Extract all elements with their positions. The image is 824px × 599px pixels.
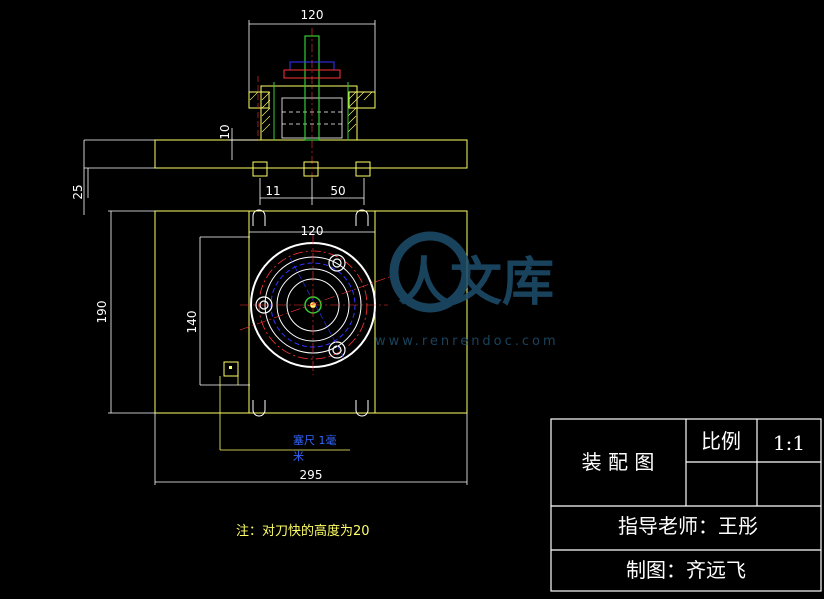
base-plate [154, 139, 468, 169]
fixture-body [260, 85, 358, 141]
feeler-leader [219, 376, 350, 451]
plan-view: 120 190 140 295 塞尺 1毫 米 [95, 209, 468, 485]
drawing-note: 注：对刀快的高度为20 [236, 523, 370, 539]
slot-bottom-right [355, 400, 369, 417]
slot-group [252, 209, 369, 417]
bolt-middle [303, 161, 319, 177]
title-block [550, 418, 822, 592]
watermark-main: 人文库 [398, 253, 554, 313]
bolt-right [355, 161, 371, 177]
watermark-url: www.renrendoc.com [375, 334, 559, 349]
front-dimensions [87, 20, 376, 205]
title-scale-label: 比例 [701, 429, 741, 453]
slot-bottom-left [252, 400, 266, 417]
dim-plan-height-inner: 140 [185, 311, 199, 334]
slot-top-left [252, 209, 266, 226]
title-drawing-name: 装 配 图 [582, 450, 655, 474]
bolt-group [252, 161, 371, 177]
title-instructor: 指导老师：王彤 [618, 514, 758, 538]
dim-overall-width: 295 [300, 468, 323, 482]
dim-base-height: 25 [71, 184, 85, 199]
dim-bolt-spacing: 50 [330, 184, 345, 198]
dim-flange-offset: 10 [218, 124, 232, 139]
dim-plan-height-outer: 190 [95, 301, 109, 324]
plan-center-d1 [239, 275, 393, 331]
watermark: 人文库 www.renrendoc.com [375, 231, 559, 349]
section-hatching [249, 91, 373, 133]
slot-top-right [355, 209, 369, 226]
title-scale-value: 1:1 [773, 431, 805, 455]
title-drafter: 制图：齐远飞 [626, 558, 746, 582]
feeler-dot [229, 366, 232, 369]
dim-top-width: 120 [301, 8, 324, 22]
feeler-note-line2: 米 [293, 450, 304, 463]
watermark-logo-ring [389, 231, 471, 313]
fixture-flange-right [348, 91, 376, 109]
bolt-hole-bottom [328, 341, 346, 359]
bolt-holes [255, 254, 346, 359]
fixture-flange-left [248, 91, 270, 109]
feeler-block [223, 361, 239, 377]
plan-center-d2 [289, 257, 346, 361]
bolt-hole-top [328, 254, 346, 272]
plan-dimensions [110, 211, 468, 485]
dim-plan-width: 120 [301, 224, 324, 238]
dim-bolt-offset: 11 [265, 184, 280, 198]
bolt-left [252, 161, 268, 177]
front-view: 120 10 25 11 50 [71, 8, 468, 215]
feeler-note-line1: 塞尺 1毫 [293, 433, 337, 447]
